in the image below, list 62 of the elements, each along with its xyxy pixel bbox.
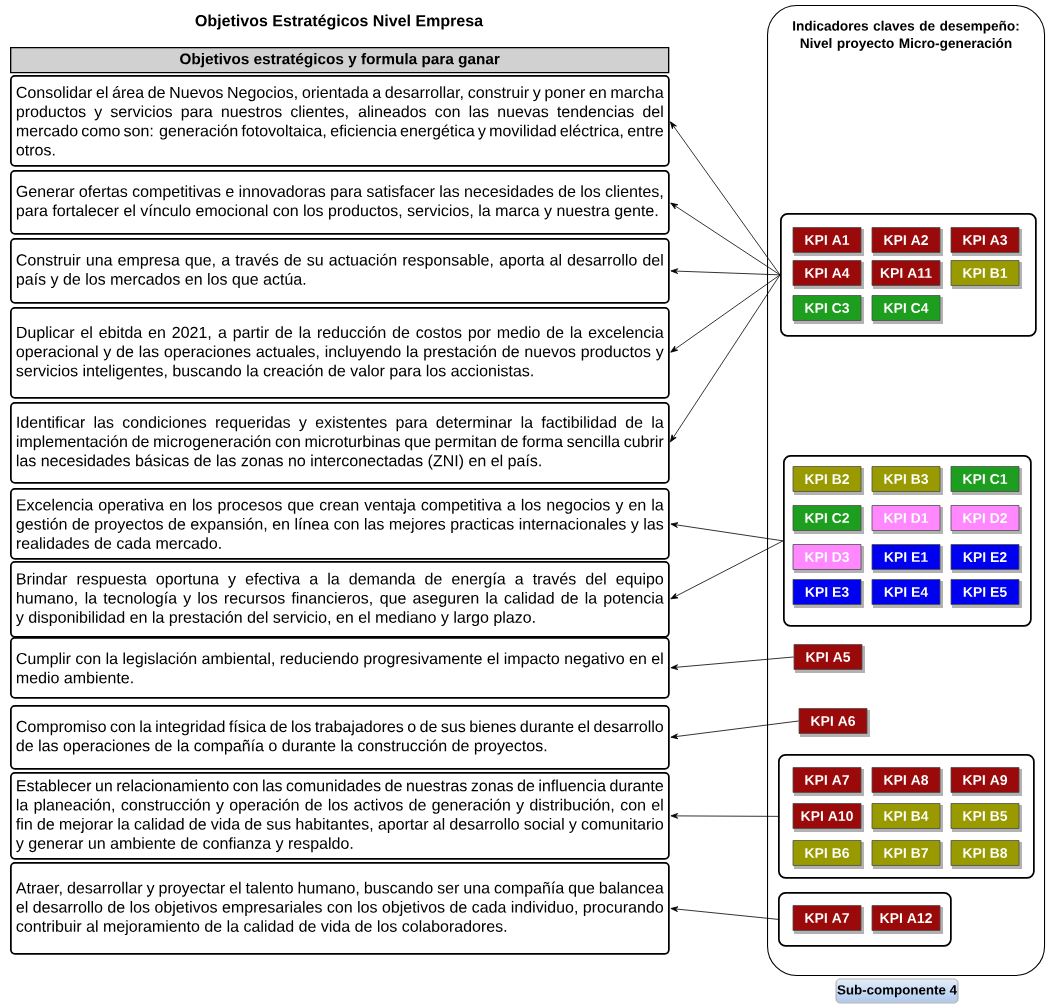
arrow bbox=[670, 274, 781, 443]
objective-box: Compromiso con la integridad física de los trabajadores o de sus bienes durante el desarrollo de las operaciones de la compañía o durante la construcción de proyectos. bbox=[10, 705, 670, 770]
kpi-tag: KPI C2 bbox=[792, 505, 864, 534]
kpi-tag: KPI E3 bbox=[792, 579, 864, 608]
arrow bbox=[670, 522, 784, 542]
kpi-tag: KPI A3 bbox=[950, 227, 1022, 256]
kpi-tag: KPI B3 bbox=[871, 466, 943, 495]
objective-box: Duplicar el ebitda en 2021, a partir de la reducción de costos por medio de la excelencia operacional y de las operaciones actuales, incluyendo la prestación de nuevos productos y servicios inteligentes, buscando la creación de valor para los accionistas. bbox=[10, 307, 670, 399]
kpi-tag: KPI A8 bbox=[871, 767, 943, 796]
arrow bbox=[670, 274, 781, 353]
kpi-tag: KPI B4 bbox=[871, 803, 943, 832]
kpi-tag: KPI A7 bbox=[792, 767, 864, 796]
arrow bbox=[670, 813, 779, 819]
objective-box: Excelencia operativa en los procesos que crean ventaja competitiva a los negocios y en la gestión de proyectos de expansión, en línea con las mejores practicas internacionales y las realidades de cada mercado. bbox=[10, 488, 670, 560]
kpi-tag: KPI A11 bbox=[871, 260, 943, 289]
kpi-tag: KPI A12 bbox=[871, 905, 943, 934]
arrow bbox=[670, 540, 784, 600]
kpi-tag: KPI C3 bbox=[792, 295, 864, 324]
title: Objetivos Estratégicos Nivel Empresa bbox=[195, 14, 484, 30]
kpi-tag: KPI E5 bbox=[950, 579, 1022, 608]
kpi-tag: KPI A9 bbox=[950, 767, 1022, 796]
kpi-tag: KPI C4 bbox=[871, 295, 943, 324]
objective-box: Brindar respuesta oportuna y efectiva a la demanda de energía a través del equipo humano, la tecnología y los recursos financieros, que aseguren la calidad de la potencia y disponibilidad en la prestación del servicio, en el mediano y largo plazo. bbox=[10, 561, 670, 638]
kpi-tag: KPI D1 bbox=[871, 505, 943, 534]
arrow bbox=[670, 202, 781, 276]
arrow bbox=[670, 906, 779, 920]
group-box bbox=[780, 213, 1037, 337]
kpi-tag: KPI B1 bbox=[950, 260, 1022, 289]
header-bar: Objetivos estratégicos y formula para ganar bbox=[10, 47, 670, 74]
arrow bbox=[670, 720, 799, 740]
arrow bbox=[670, 268, 781, 276]
group-box bbox=[778, 754, 1035, 879]
kpi-tag: KPI A2 bbox=[871, 227, 943, 256]
objective-box: Consolidar el área de Nuevos Negocios, orientada a desarrollar, construir y poner en marcha productos y servicios para nuestros clientes, alineados con las nuevas tendencias del mercado como son: generación fotovoltaica, eficiencia energética y movilidad eléctrica, entre otros. bbox=[10, 75, 670, 167]
kpi-tag: KPI C1 bbox=[950, 466, 1022, 495]
kpi-tag: KPI B8 bbox=[950, 840, 1022, 869]
kpi-tag: KPI B2 bbox=[792, 466, 864, 495]
kpi-tag: KPI B6 bbox=[792, 840, 864, 869]
kpi-tag: KPI D3 bbox=[792, 544, 864, 573]
kpi-tag: KPI E4 bbox=[871, 579, 943, 608]
kpi-tag: KPI A7 bbox=[792, 905, 864, 934]
kpi-tag: KPI A5 bbox=[793, 644, 865, 673]
arrow bbox=[670, 121, 781, 276]
kpi-tag: KPI A4 bbox=[792, 260, 864, 289]
objective-box: Cumplir con la legislación ambiental, reduciendo progresivamente el impacto negativo en el medio ambiente. bbox=[10, 637, 670, 699]
kpi-tag: KPI E1 bbox=[871, 544, 943, 573]
kpi-tag: KPI E2 bbox=[950, 544, 1022, 573]
kpi-tag: KPI A1 bbox=[792, 227, 864, 256]
kpi-tag: KPI B5 bbox=[950, 803, 1022, 832]
objective-box: Atraer, desarrollar y proyectar el talento humano, buscando ser una compañía que balancea el desarrollo de los objetivos empresariales con los objetivos de cada individuo, procurando contribuir al mejoramiento de la calidad de vida de los colaboradores. bbox=[10, 862, 670, 955]
objective-box: Identificar las condiciones requeridas y existentes para determinar la factibilidad de la implementación de microgeneración con microturbinas que permitan de forma sencilla cubrir las necesidades básicas de las zonas no interconectadas (ZNI) en el país. bbox=[10, 402, 670, 484]
kpi-tag: KPI D2 bbox=[950, 505, 1022, 534]
group-box bbox=[778, 892, 952, 947]
group-box bbox=[783, 455, 1032, 627]
objective-box: Construir una empresa que, a través de su actuación responsable, aporta al desarrollo del país y de los mercados en los que actúa. bbox=[10, 238, 670, 304]
kpi-tag: KPI B7 bbox=[871, 840, 943, 869]
objective-box: Establecer un relacionamiento con las comunidades de nuestras zonas de influencia durante la planeación, construcción y operación de los activos de generación y distribución, con el fin de mejorar la calidad de vida de sus habitantes, aportar al desarrollo social y comunitario y generar un ambiente de confianza y respaldo. bbox=[10, 772, 670, 860]
arrow bbox=[670, 656, 794, 670]
kpi-tag: KPI A6 bbox=[798, 708, 870, 737]
kpi-tag: KPI A10 bbox=[792, 803, 864, 832]
objective-box: Generar ofertas competitivas e innovadoras para satisfacer las necesidades de los clientes, para fortalecer el vínculo emocional con los productos, servicios, la marca y nuestra gente. bbox=[10, 170, 670, 235]
tab-label: Sub-componente 4 bbox=[835, 978, 959, 1004]
